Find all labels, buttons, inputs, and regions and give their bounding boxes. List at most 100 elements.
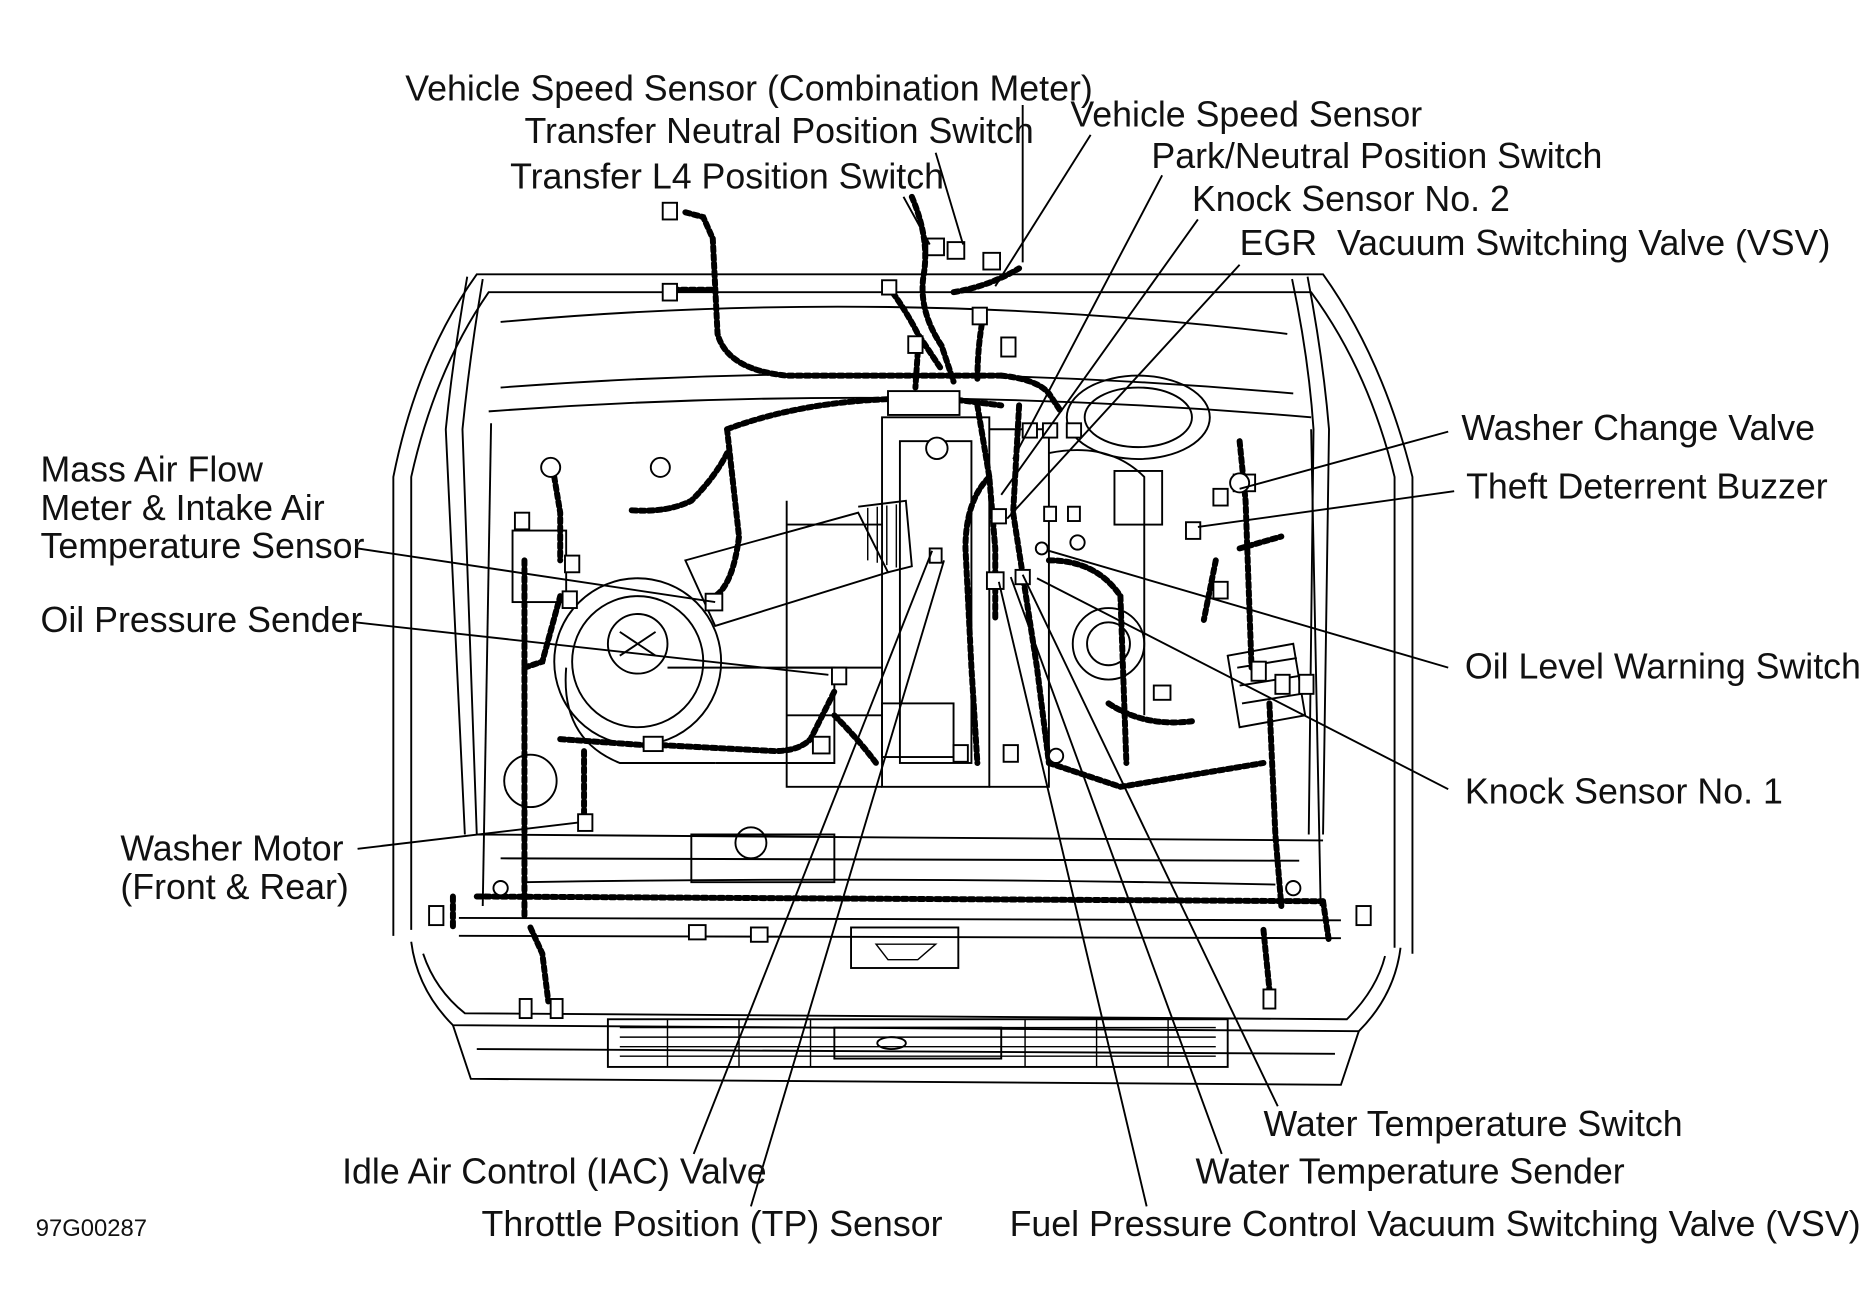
leader-line bbox=[1000, 218, 1199, 496]
leader-lines bbox=[355, 105, 1455, 1207]
label-egr-vsv: EGR Vacuum Switching Valve (VSV) bbox=[1240, 223, 1831, 263]
leader-line bbox=[1012, 174, 1163, 460]
connector bbox=[887, 390, 961, 416]
leader-line bbox=[692, 550, 933, 1155]
label-maf-line-2: Meter & Intake Air bbox=[41, 488, 325, 528]
leader-line bbox=[1197, 490, 1455, 528]
label-transfer-neutral-position-switch: Transfer Neutral Position Switch bbox=[524, 111, 1033, 151]
label-theft-deterrent-buzzer: Theft Deterrent Buzzer bbox=[1466, 466, 1828, 506]
connector bbox=[492, 880, 509, 897]
connector bbox=[1274, 673, 1291, 695]
connector bbox=[1065, 422, 1083, 439]
label-vehicle-speed-sensor: Vehicle Speed Sensor bbox=[1070, 94, 1422, 134]
connector bbox=[549, 998, 564, 1020]
connector bbox=[1298, 673, 1315, 695]
label-knock-sensor-no2: Knock Sensor No. 2 bbox=[1192, 179, 1510, 219]
connector bbox=[1069, 534, 1086, 551]
connector bbox=[952, 744, 969, 763]
label-water-temperature-sender: Water Temperature Sender bbox=[1196, 1152, 1625, 1192]
connector bbox=[811, 735, 831, 755]
label-iac-valve: Idle Air Control (IAC) Valve bbox=[342, 1152, 767, 1192]
connector bbox=[1041, 422, 1059, 439]
leader-line bbox=[902, 196, 931, 245]
leader-line bbox=[1009, 576, 1223, 1155]
label-washer-motor-line-1: Washer Motor bbox=[120, 829, 343, 869]
connector bbox=[518, 998, 533, 1020]
label-transfer-l4-position-switch: Transfer L4 Position Switch bbox=[510, 156, 944, 196]
connector bbox=[1152, 684, 1172, 701]
connector bbox=[1262, 988, 1277, 1010]
vehicle-body-outline bbox=[392, 273, 1414, 954]
connector bbox=[564, 554, 581, 574]
connector bbox=[1185, 521, 1202, 540]
connector bbox=[649, 456, 671, 478]
connector bbox=[1212, 487, 1229, 507]
label-water-temperature-switch: Water Temperature Switch bbox=[1263, 1104, 1682, 1144]
connector bbox=[428, 905, 445, 927]
connector bbox=[1043, 505, 1058, 522]
connector bbox=[926, 237, 945, 257]
connector bbox=[1014, 568, 1031, 586]
connector bbox=[661, 282, 678, 302]
connector bbox=[1034, 541, 1049, 556]
connector bbox=[749, 926, 769, 943]
label-washer-motor-line-2: (Front & Rear) bbox=[120, 867, 348, 907]
leader-line bbox=[355, 621, 829, 676]
leader-line bbox=[1036, 577, 1449, 791]
label-oil-level-warning-switch: Oil Level Warning Switch bbox=[1465, 646, 1861, 686]
connector bbox=[982, 251, 1001, 271]
leader-line bbox=[357, 547, 716, 604]
connector bbox=[1229, 472, 1251, 494]
connector bbox=[881, 279, 898, 296]
leader-line bbox=[997, 581, 1148, 1207]
connector bbox=[513, 511, 531, 531]
connector bbox=[990, 508, 1007, 525]
connector bbox=[1067, 505, 1081, 522]
label-maf-line-1: Mass Air Flow bbox=[41, 450, 264, 490]
leader-line bbox=[1048, 549, 1449, 669]
leader-line bbox=[994, 134, 1092, 287]
connector bbox=[925, 436, 949, 460]
leader-line bbox=[1006, 264, 1241, 520]
leader-line bbox=[357, 821, 579, 850]
connector bbox=[577, 813, 594, 832]
connector bbox=[1047, 747, 1065, 764]
connector bbox=[1285, 880, 1302, 897]
component-labels: Vehicle Speed Sensor (Combination Meter)… bbox=[36, 68, 1861, 1244]
connector bbox=[907, 335, 924, 354]
connector bbox=[985, 571, 1005, 590]
leader-line bbox=[1239, 430, 1449, 490]
radiator-support bbox=[458, 833, 1341, 940]
label-oil-pressure-sender: Oil Pressure Sender bbox=[41, 600, 363, 640]
leader-line bbox=[750, 560, 945, 1207]
label-maf-line-3: Temperature Sensor bbox=[41, 526, 365, 566]
label-knock-sensor-no1: Knock Sensor No. 1 bbox=[1465, 772, 1783, 812]
leader-line bbox=[934, 152, 965, 245]
label-washer-change-valve: Washer Change Valve bbox=[1461, 408, 1815, 448]
engine-assembly bbox=[503, 374, 1307, 884]
connector bbox=[540, 456, 562, 478]
label-park-neutral-position-switch: Park/Neutral Position Switch bbox=[1151, 136, 1602, 176]
connector bbox=[1250, 660, 1267, 682]
harness-connectors bbox=[428, 201, 1372, 1020]
connector bbox=[561, 590, 578, 609]
figure-code: 97G00287 bbox=[36, 1215, 147, 1242]
connector bbox=[642, 735, 664, 753]
connector bbox=[1000, 336, 1017, 358]
leader-line bbox=[1021, 574, 1279, 1107]
connector bbox=[928, 547, 943, 564]
wire-harness bbox=[449, 193, 1332, 1005]
label-fuel-pressure-vsv: Fuel Pressure Control Vacuum Switching V… bbox=[1010, 1204, 1861, 1244]
connector bbox=[1355, 905, 1372, 927]
connector bbox=[687, 924, 707, 941]
front-bumper-grille bbox=[410, 926, 1402, 1086]
label-tp-sensor: Throttle Position (TP) Sensor bbox=[482, 1204, 943, 1244]
connector bbox=[661, 201, 678, 221]
connector bbox=[1212, 580, 1229, 600]
connector bbox=[946, 241, 966, 260]
connector bbox=[831, 666, 848, 686]
connector bbox=[1002, 744, 1019, 763]
label-vehicle-speed-sensor-combination-meter: Vehicle Speed Sensor (Combination Meter) bbox=[405, 68, 1093, 108]
